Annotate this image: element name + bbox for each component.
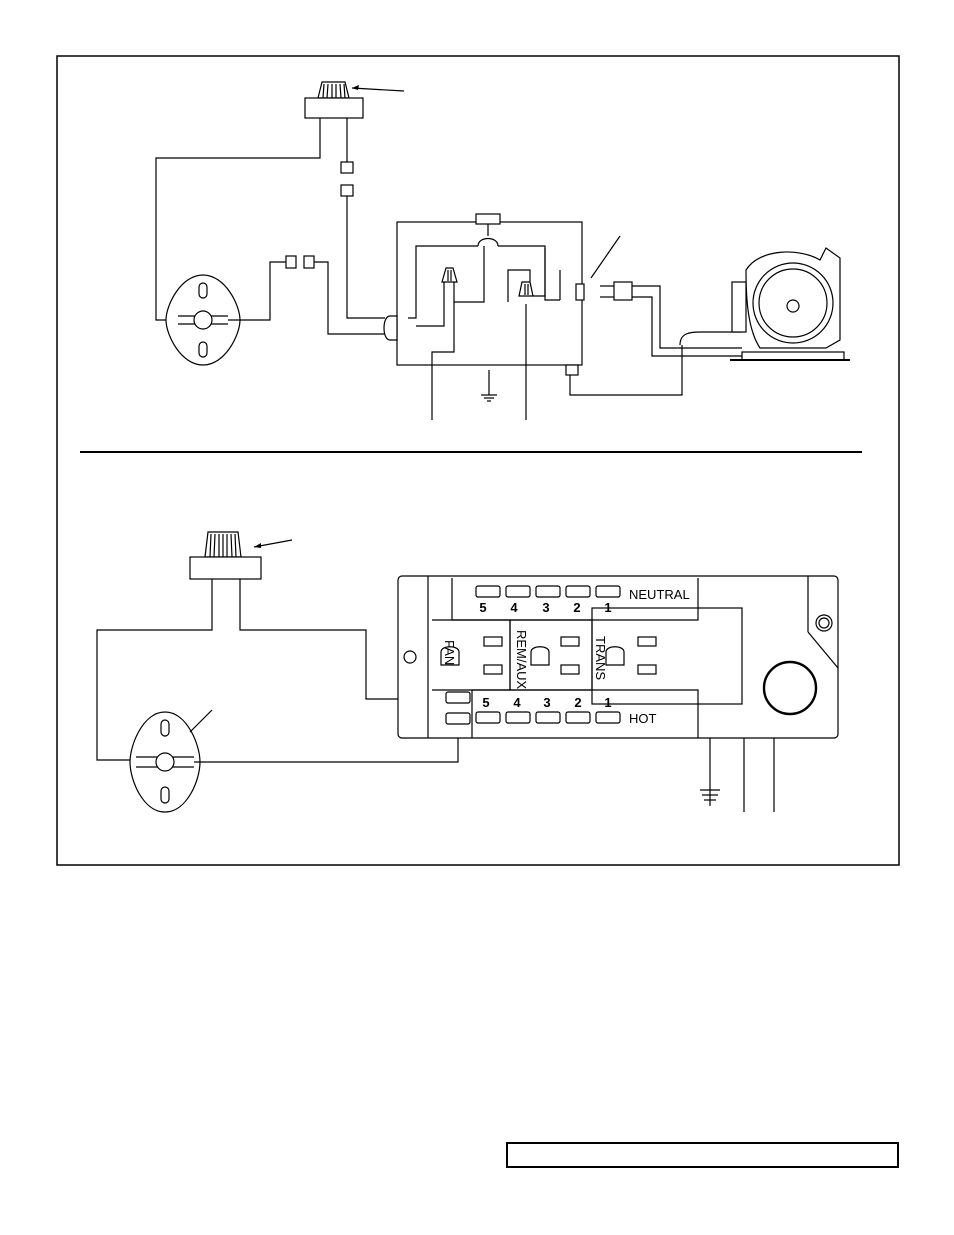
wire-connector (341, 185, 353, 196)
control-board (398, 576, 838, 738)
neutral-terminal-number: 1 (604, 600, 611, 615)
wire-connector (341, 162, 353, 173)
trans-label: TRANS (593, 636, 608, 680)
control-knob-icon (190, 532, 261, 579)
receptacle (576, 284, 584, 300)
hot-terminal-number: 1 (604, 695, 611, 710)
wire (314, 262, 385, 334)
relay-terminal (519, 282, 533, 296)
footer-box (506, 1142, 899, 1168)
top-wiring-diagram (156, 82, 850, 420)
neutral-terminal-number: 4 (510, 600, 518, 615)
control-box (397, 222, 582, 365)
neutral-label: NEUTRAL (629, 587, 690, 602)
wire-connector (286, 256, 296, 268)
hot-terminal-number: 3 (543, 695, 550, 710)
rem-aux-label: REM/AUX (514, 630, 529, 690)
leader-line (352, 88, 404, 91)
wire-connector (304, 256, 314, 268)
thermostat-disc-icon (130, 712, 200, 812)
neutral-terminal-number: 5 (479, 600, 486, 615)
hot-terminal-number: 2 (574, 695, 581, 710)
blower-motor-icon (680, 248, 850, 360)
neutral-terminal-number: 3 (542, 600, 549, 615)
leader-line (190, 710, 212, 732)
box-connector (384, 316, 397, 340)
bottom-wiring-diagram (97, 532, 838, 812)
neutral-terminal-number: 2 (573, 600, 580, 615)
power-plug-icon (600, 282, 742, 356)
hot-terminal-number: 5 (482, 695, 489, 710)
hot-terminal-number: 4 (513, 695, 521, 710)
fan-label: FAN (442, 640, 457, 665)
wire (347, 196, 385, 318)
hot-label: HOT (629, 711, 657, 726)
